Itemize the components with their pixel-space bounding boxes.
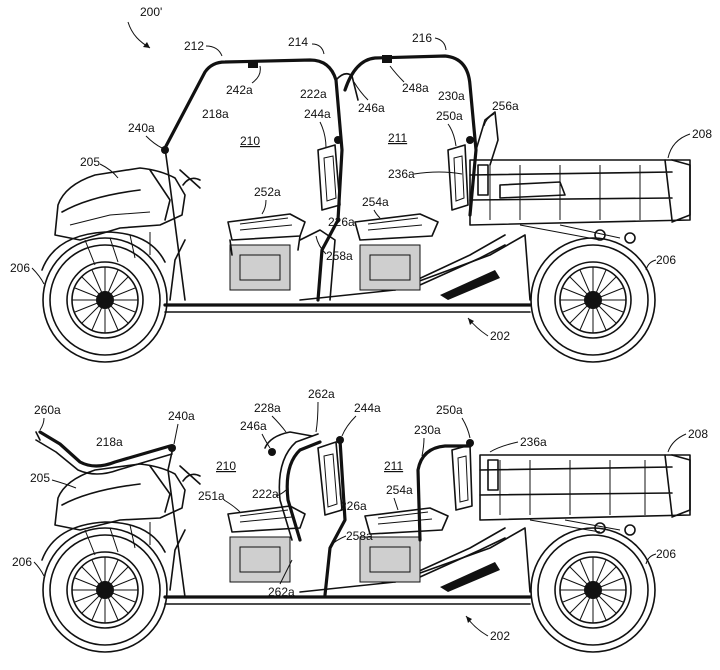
callout-b-258a: 258a (346, 529, 373, 543)
folded-front-hoop (38, 430, 172, 468)
callout-206-right: 206 (656, 253, 676, 267)
side-panel-bottom (299, 527, 531, 593)
callout-206-left: 206 (10, 261, 30, 275)
callout-b-211: 211 (384, 459, 403, 473)
cargo-bed-top (469, 159, 691, 226)
callout-b-262a-bottom: 262a (268, 585, 295, 599)
rear-hoop-bottom (416, 444, 472, 542)
folded-middle-hoop (285, 440, 322, 542)
front-seat-top (227, 213, 306, 241)
front-wheel-bottom (42, 527, 168, 653)
callout-230a: 230a (438, 89, 465, 103)
callout-b-222a: 222a (252, 487, 279, 501)
callout-b-230a: 230a (414, 423, 441, 437)
callout-b-244a: 244a (354, 401, 381, 415)
callout-208: 208 (692, 127, 712, 141)
callout-244a: 244a (304, 107, 331, 121)
front-seat-bottom (227, 505, 306, 533)
callout-210: 210 (240, 134, 260, 148)
front-wheel-top (42, 237, 168, 363)
rear-seat-back-top (447, 144, 469, 211)
callout-b-246a: 246a (240, 419, 267, 433)
callout-b-260a: 260a (34, 403, 61, 417)
front-hood-bottom (54, 463, 186, 531)
callout-218a: 218a (202, 107, 229, 121)
front-underseat-box-bottom (229, 536, 291, 583)
callout-b-254a: 254a (386, 483, 413, 497)
middle-seat-back-bottom (317, 441, 343, 516)
rear-wheel-top (530, 237, 656, 363)
figure-ref-arrowhead (143, 42, 150, 48)
callout-b-228a: 228a (254, 401, 281, 415)
callout-250a: 250a (436, 109, 463, 123)
front-fender-top (41, 231, 166, 271)
callouts-bottom: 260a 240a 262a 228a 244a 250a 246a 218a … (12, 387, 708, 643)
callout-b-206-left: 206 (12, 555, 32, 569)
callout-216: 216 (412, 31, 432, 45)
callout-b-208: 208 (688, 427, 708, 441)
side-panel-top (299, 234, 531, 301)
callout-b-205: 205 (30, 471, 50, 485)
callout-b-251a: 251a (198, 489, 225, 503)
callout-b-250a: 250a (436, 403, 463, 417)
cargo-bed-bottom (479, 454, 691, 521)
callout-226a: 226a (328, 215, 355, 229)
callout-211: 211 (388, 131, 407, 145)
callout-b-206-right: 206 (656, 547, 676, 561)
callout-248a: 248a (402, 81, 429, 95)
front-hood-top (54, 167, 186, 241)
callout-240a: 240a (128, 121, 155, 135)
callout-252a: 252a (254, 185, 281, 199)
callout-258a: 258a (326, 249, 353, 263)
callout-b-218a: 218a (96, 435, 123, 449)
vehicle-top-view: 200' 212 214 216 242a 222a 246a 248a 230… (10, 5, 712, 363)
figure-number-label: 200' (140, 5, 162, 19)
callout-222a: 222a (300, 87, 327, 101)
callout-212: 212 (184, 39, 204, 53)
rear-underseat-box-bottom (359, 536, 421, 583)
callout-205: 205 (80, 155, 100, 169)
vehicle-bottom-view: 260a 240a 262a 228a 244a 250a 246a 218a … (12, 387, 708, 653)
rear-seat-top (354, 213, 439, 241)
callout-246a: 246a (358, 101, 385, 115)
steering-wheel-top (179, 169, 201, 189)
front-underseat-box (229, 244, 291, 291)
callout-b-210: 210 (216, 459, 236, 473)
callout-256a: 256a (492, 99, 519, 113)
roll-cage-rear-hoop-top (343, 54, 478, 217)
callout-b-236a: 236a (520, 435, 547, 449)
callout-254a: 254a (362, 195, 389, 209)
callout-b-240a: 240a (168, 409, 195, 423)
callout-b-202: 202 (490, 629, 510, 643)
callout-242a: 242a (226, 83, 253, 97)
callouts-top: 200' 212 214 216 242a 222a 246a 248a 230… (10, 5, 712, 343)
callout-202: 202 (490, 329, 510, 343)
rear-underseat-box (359, 244, 421, 291)
rear-seat-back-bottom (451, 444, 473, 511)
callout-236a: 236a (388, 167, 415, 181)
callout-b-262a-top: 262a (308, 387, 335, 401)
rear-wheel-bottom (530, 527, 656, 653)
callout-b-226a: 226a (340, 499, 367, 513)
callout-214: 214 (288, 35, 308, 49)
